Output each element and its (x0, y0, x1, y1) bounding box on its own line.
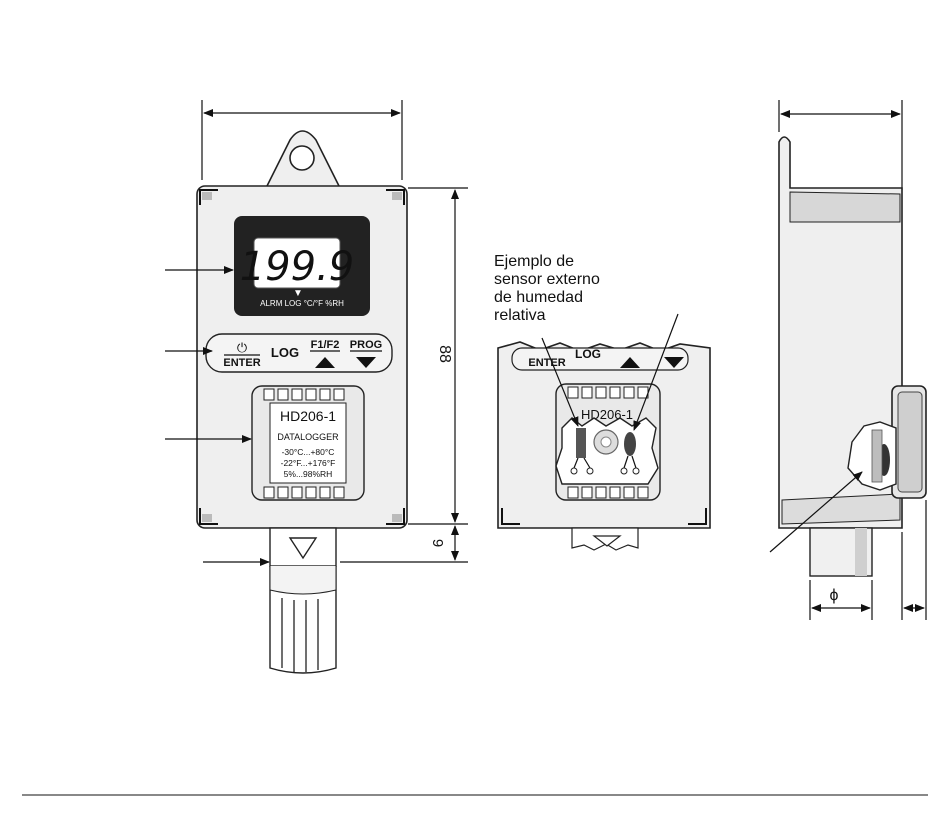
plate-type: DATALOGGER (277, 432, 339, 442)
f1f2-key-label: F1/F2 (311, 339, 340, 351)
diameter-symbol: ϕ (830, 587, 839, 604)
sensor-element-left (576, 428, 586, 458)
enter-key-label: ENTER (223, 357, 260, 369)
detail-plate-model: HD206-1 (581, 407, 633, 422)
side-view: ϕ (770, 100, 926, 620)
power-icon: ⏻ (237, 340, 247, 355)
lcd-indicator: ▼ (293, 288, 303, 299)
caption-line-3: de humedad (494, 289, 583, 306)
log-key-label[interactable]: LOG (271, 345, 299, 360)
detail-log-label: LOG (575, 347, 601, 361)
caption-line-4: relativa (494, 307, 546, 324)
plate-range-c: -30°C...+80°C (282, 447, 335, 457)
height-value: 88 (436, 345, 453, 363)
connector-height-value: 9 (429, 539, 446, 547)
plate-model: HD206-1 (280, 408, 336, 424)
front-view: 199.9 ▼ ALRM LOG °C/°F %RH ⏻ ENTER LOG F… (165, 100, 468, 673)
detail-view: Ejemplo de sensor externo de humedad rel… (494, 253, 710, 550)
plate-range-f: -22°F...+176°F (281, 458, 336, 468)
sensor-element-right (624, 432, 636, 456)
lcd-legend: ALRM LOG °C/°F %RH (260, 299, 344, 308)
caption-line-1: Ejemplo de (494, 253, 574, 270)
detail-enter-label: ENTER (528, 357, 565, 369)
plate-range-rh: 5%...98%RH (284, 469, 333, 479)
prog-key-label: PROG (350, 339, 382, 351)
lcd-reading: 199.9 (240, 244, 355, 290)
caption-line-2: sensor externo (494, 271, 600, 288)
